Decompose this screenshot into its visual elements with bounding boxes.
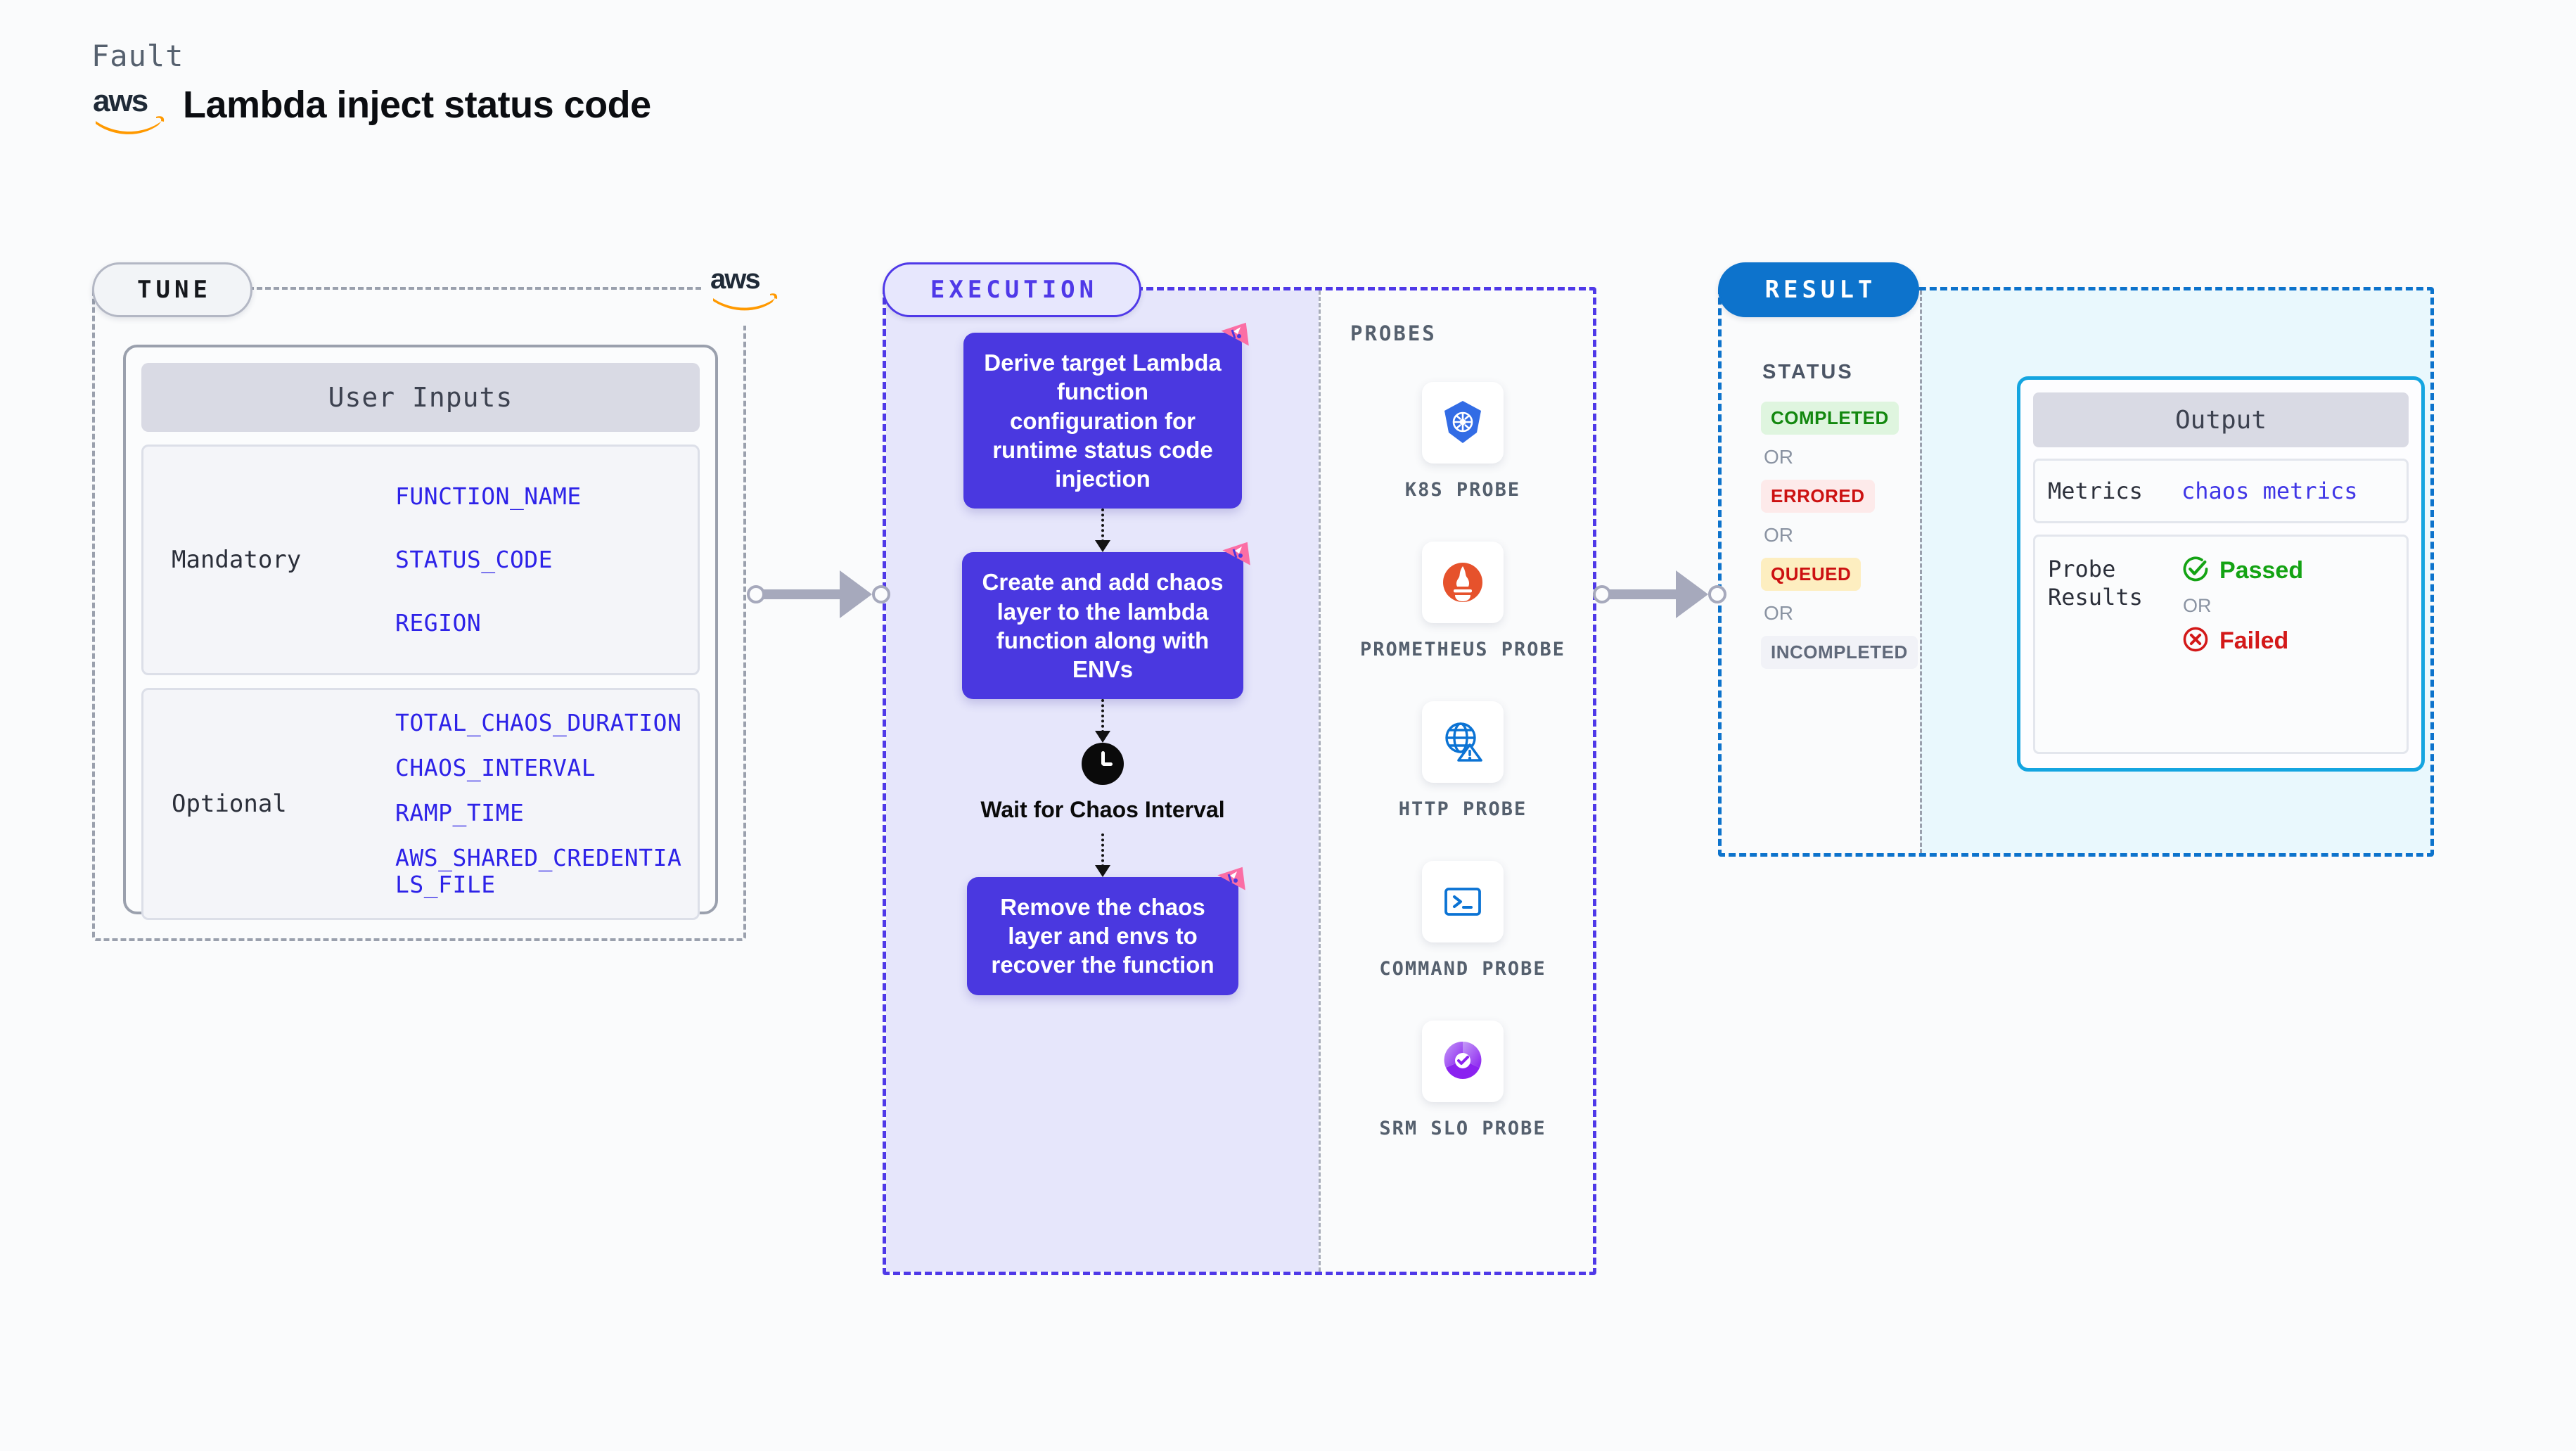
output-metrics-value[interactable]: chaos metrics (2181, 478, 2358, 504)
chaos-ribbon-icon (1213, 862, 1251, 898)
probe-item-k8s[interactable]: K8S PROBE (1336, 382, 1589, 502)
execution-wait-node: Wait for Chaos Interval (980, 743, 1225, 823)
execution-step: Derive target Lambda function configurat… (963, 322, 1249, 509)
status-badge: ERRORED (1761, 480, 1875, 513)
probe-label: PROMETHEUS PROBE (1359, 639, 1566, 661)
param-value: STATUS_CODE (395, 546, 553, 574)
execution-step-text: Remove the chaos layer and envs to recov… (991, 893, 1215, 978)
status-badge: INCOMPLETED (1761, 636, 1918, 669)
tune-badge: TUNE (92, 262, 252, 317)
clock-icon (1082, 743, 1124, 786)
result-region: STATUS COMPLETED OR ERRORED OR QUEUED OR… (1718, 287, 2434, 857)
status-badge: QUEUED (1761, 558, 1861, 591)
param-value: TOTAL_CHAOS_DURATION (395, 709, 682, 737)
probe-item-srm-slo[interactable]: SRM SLO PROBE (1336, 1021, 1589, 1141)
or-label: OR (2183, 595, 2212, 616)
flow-arrow (1095, 699, 1110, 743)
header-kicker: Fault (91, 39, 184, 73)
tune-region (92, 287, 746, 941)
execution-step: Remove the chaos layer and envs to recov… (967, 867, 1245, 995)
connector-start-dot (1593, 585, 1611, 603)
chaos-ribbon-icon (1217, 317, 1255, 354)
page-header: Fault aws Lambda inject status code (91, 39, 651, 135)
probes-title: PROBES (1350, 321, 1437, 345)
result-badge: RESULT (1718, 262, 1919, 317)
probe-result-failed: Failed (2181, 625, 2303, 657)
tune-provider-logo: aws (703, 250, 788, 326)
output-probe-results-key: Probe Results (2048, 556, 2143, 611)
param-value: CHAOS_INTERVAL (395, 754, 596, 782)
flow-arrow (1095, 833, 1110, 877)
user-inputs-title: User Inputs (141, 363, 700, 432)
execution-badge: EXECUTION (883, 262, 1141, 317)
user-inputs-card: User Inputs Mandatory FUNCTION_NAME STAT… (123, 345, 718, 920)
execution-step-text: Derive target Lambda function configurat… (984, 350, 1222, 492)
x-circle-icon (2181, 625, 2210, 657)
probe-item-command[interactable]: COMMAND PROBE (1336, 861, 1589, 981)
connector-start-dot (747, 585, 765, 603)
execution-step-text: Create and add chaos layer to the lambda… (982, 569, 1224, 682)
probe-label: K8S PROBE (1404, 479, 1521, 501)
probe-list: K8S PROBE PROMETHEUS PROBE (1336, 382, 1589, 1141)
probe-label: HTTP PROBE (1398, 798, 1527, 821)
connector-line (762, 589, 844, 599)
output-metrics-row: Metrics chaos metrics (2033, 459, 2409, 523)
connector-arrowhead (1676, 570, 1708, 618)
status-list: COMPLETED OR ERRORED OR QUEUED OR INCOMP… (1761, 402, 1918, 669)
param-value: FUNCTION_NAME (395, 482, 582, 511)
aws-logo: aws (91, 82, 167, 135)
output-title: Output (2033, 392, 2409, 447)
probe-result-failed-label: Failed (2219, 627, 2289, 654)
connector-execution-to-result (1593, 570, 1726, 618)
param-group-mandatory: Mandatory FUNCTION_NAME STATUS_CODE REGI… (141, 445, 700, 675)
param-group-label: Optional (172, 790, 287, 818)
probe-result-passed: Passed (2181, 555, 2303, 587)
or-label: OR (1764, 524, 1793, 546)
execution-step-text: Wait for Chaos Interval (980, 797, 1225, 823)
param-value: RAMP_TIME (395, 799, 525, 827)
connector-tune-to-execution (747, 570, 890, 618)
or-label: OR (1764, 446, 1793, 468)
connector-end-dot (1708, 585, 1726, 603)
probes-divider (1319, 290, 1321, 1272)
connector-end-dot (872, 585, 890, 603)
kubernetes-icon (1422, 382, 1504, 464)
result-divider (1920, 290, 1922, 853)
param-value: AWS_SHARED_CREDENTIALS_FILE (395, 843, 682, 898)
output-metrics-key: Metrics (2048, 478, 2143, 504)
srm-slo-icon (1422, 1021, 1504, 1103)
param-value: REGION (395, 608, 482, 637)
probe-item-prometheus[interactable]: PROMETHEUS PROBE (1336, 542, 1589, 662)
connector-arrowhead (840, 570, 872, 618)
svg-text:aws: aws (710, 264, 760, 295)
probe-label: COMMAND PROBE (1379, 958, 1546, 980)
status-badge: COMPLETED (1761, 402, 1899, 435)
terminal-icon (1422, 861, 1504, 943)
probe-item-http[interactable]: HTTP PROBE (1336, 701, 1589, 822)
probe-result-passed-label: Passed (2219, 557, 2304, 584)
output-probe-results-row: Probe Results Passed OR (2033, 535, 2409, 754)
page-title: Lambda inject status code (183, 84, 651, 126)
status-title: STATUS (1762, 361, 1854, 383)
execution-region: PROBES Derive target Lambda function con… (883, 287, 1596, 1275)
or-label: OR (1764, 602, 1793, 624)
param-group-label: Mandatory (172, 546, 302, 574)
svg-text:aws: aws (93, 84, 148, 118)
prometheus-icon (1422, 542, 1504, 624)
connector-line (1608, 589, 1680, 599)
check-circle-icon (2181, 555, 2210, 587)
execution-flow: Derive target Lambda function configurat… (906, 322, 1300, 995)
flow-arrow (1095, 509, 1110, 553)
execution-step: Create and add chaos layer to the lambda… (962, 542, 1250, 700)
probe-label: SRM SLO PROBE (1379, 1118, 1546, 1140)
globe-warning-icon (1422, 701, 1504, 784)
chaos-ribbon-icon (1218, 537, 1256, 573)
param-group-optional: Optional TOTAL_CHAOS_DURATION CHAOS_INTE… (141, 688, 700, 920)
output-card: Output Metrics chaos metrics Probe Resul… (2017, 376, 2425, 772)
